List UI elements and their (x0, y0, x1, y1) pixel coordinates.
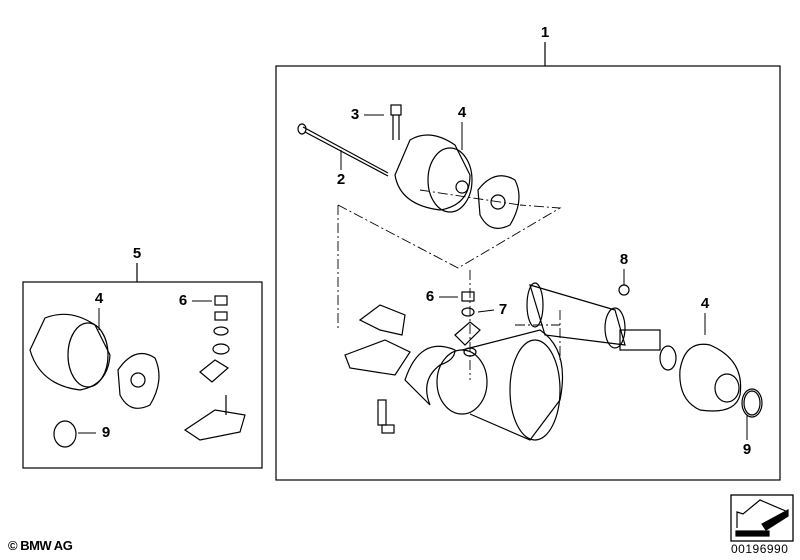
callout-4[interactable]: 4 (457, 104, 467, 121)
part-end-cover-upper (394, 134, 520, 229)
callout-5[interactable]: 5 (132, 245, 142, 262)
callout-7[interactable]: 7 (498, 301, 508, 318)
callout-4[interactable]: 4 (94, 290, 104, 307)
part-nut-washer (454, 291, 481, 357)
part-o-ring-left (53, 420, 77, 448)
callout-9[interactable]: 9 (101, 424, 111, 441)
copyright-text: © BMW AG (8, 538, 73, 553)
group-box-1 (275, 65, 781, 481)
group-box-5 (22, 281, 263, 469)
callout-1[interactable]: 1 (540, 24, 550, 41)
part-nuts-washers (183, 295, 246, 441)
part-brush-holder (344, 304, 411, 434)
part-motor-housing (436, 329, 564, 441)
callout-9[interactable]: 9 (742, 441, 752, 458)
part-brush-plate (404, 345, 456, 406)
callout-6[interactable]: 6 (178, 292, 188, 309)
callout-3[interactable]: 3 (350, 106, 360, 123)
callout-8[interactable]: 8 (619, 251, 629, 268)
part-screw (390, 104, 402, 140)
orientation-arrow-icon (730, 494, 794, 542)
part-o-ring-right (741, 388, 763, 418)
part-end-cover-right (679, 343, 761, 416)
part-long-bolt (297, 123, 389, 177)
diagram-code: 00196990 (731, 542, 789, 556)
callout-6[interactable]: 6 (425, 288, 435, 305)
part-armature (526, 282, 677, 371)
callout-4[interactable]: 4 (700, 295, 710, 312)
callout-2[interactable]: 2 (336, 171, 346, 188)
part-end-cover-left (29, 313, 160, 409)
